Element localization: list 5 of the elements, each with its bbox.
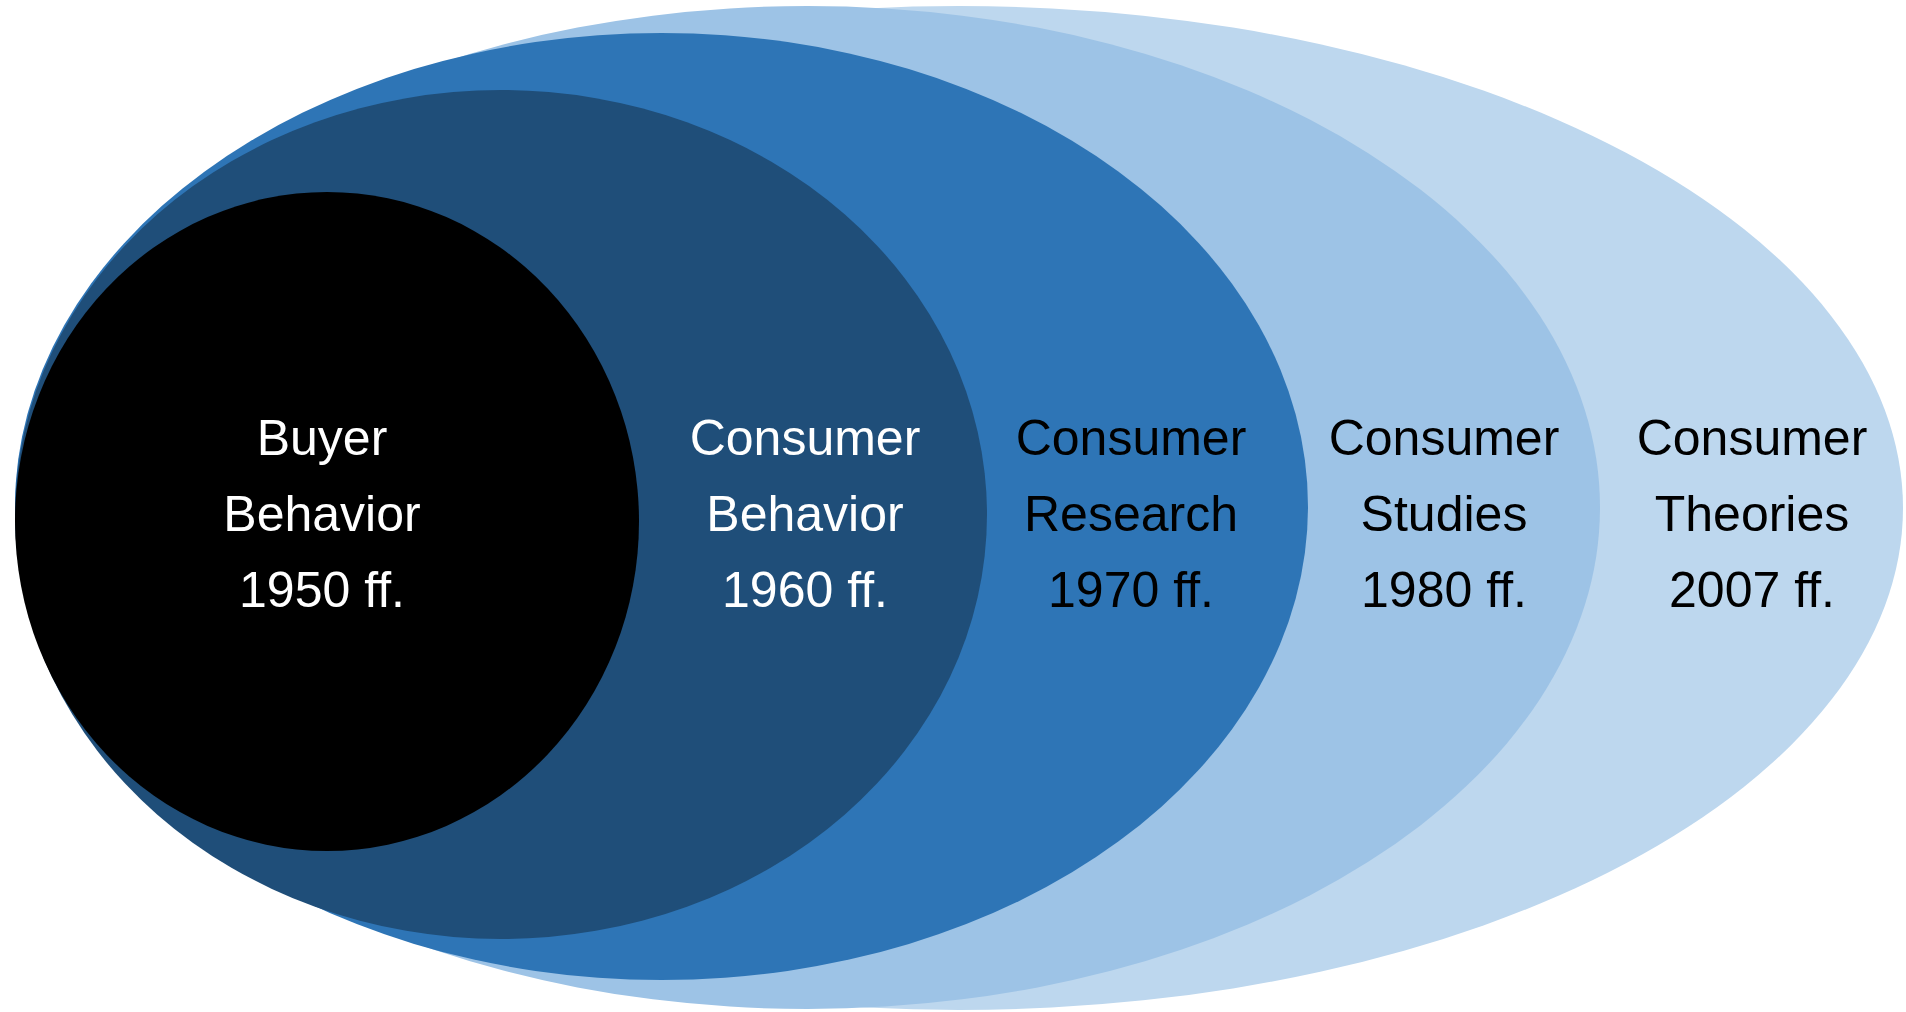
ellipse-label: Consumer Studies 1980 ff. [1327, 409, 1561, 620]
ellipse-label: Consumer Theories 2007 ff. [1635, 409, 1869, 620]
ellipse-label: Consumer Research 1970 ff. [1014, 409, 1248, 620]
ellipse-label: Buyer Behavior 1950 ff. [222, 409, 422, 620]
ellipse-label: Consumer Behavior 1960 ff. [688, 409, 922, 620]
